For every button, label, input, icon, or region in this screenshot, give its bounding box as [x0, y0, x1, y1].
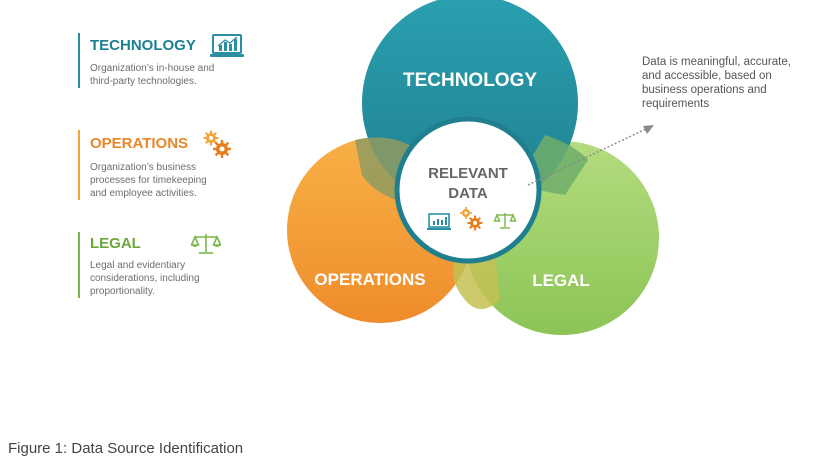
center-chart-laptop-icon [427, 213, 451, 230]
legend-legal-title: LEGAL [90, 235, 141, 252]
center-scales-icon [493, 213, 517, 229]
callout-line-4: requirements [642, 98, 710, 110]
legend-legal-desc-1: Legal and evidentiary [90, 260, 186, 271]
legend-operations-desc-2: processes for timekeeping [90, 175, 207, 186]
callout-line-2: and accessible, based on [642, 70, 772, 82]
venn-center-ring [394, 116, 542, 264]
callout-text: Data is meaningful, accurate, and access… [642, 55, 827, 111]
figure-caption: Figure 1: Data Source Identification [8, 440, 244, 457]
gears-icon [203, 130, 232, 158]
legend-technology-desc-2: third-party technologies. [90, 76, 197, 87]
legend-legal-desc-2: considerations, including [90, 273, 200, 284]
legend-operations-desc-1: Organization’s business [90, 162, 196, 173]
legend-technology: TECHNOLOGY Organization’s in-house and t… [78, 33, 246, 88]
venn-center-label-2: DATA [448, 185, 488, 202]
venn-legal-label: LEGAL [532, 271, 590, 290]
venn-technology-label: TECHNOLOGY [403, 70, 537, 91]
scales-icon [190, 234, 221, 254]
overlap-ops-legal [452, 255, 500, 309]
callout-arrowhead-icon [643, 125, 654, 134]
legend-technology-desc-1: Organization’s in-house and [90, 63, 215, 74]
chart-laptop-icon [209, 34, 244, 57]
legend-operations-desc-3: and employee activities. [90, 188, 197, 199]
legend-technology-title: TECHNOLOGY [90, 37, 196, 54]
legend-operations-title: OPERATIONS [90, 135, 189, 152]
callout-line-1: Data is meaningful, accurate, [642, 56, 791, 68]
legend-legal: LEGAL Legal and evidentiary consideratio… [78, 232, 221, 298]
venn-center-label-1: RELEVANT [428, 165, 508, 182]
legend-operations: OPERATIONS Organization’s business proce… [78, 130, 232, 200]
center-gears-icon [460, 207, 483, 231]
venn-operations-label: OPERATIONS [314, 270, 425, 289]
callout-line-3: business operations and [642, 84, 767, 96]
legend-legal-desc-3: proportionality. [90, 286, 155, 297]
